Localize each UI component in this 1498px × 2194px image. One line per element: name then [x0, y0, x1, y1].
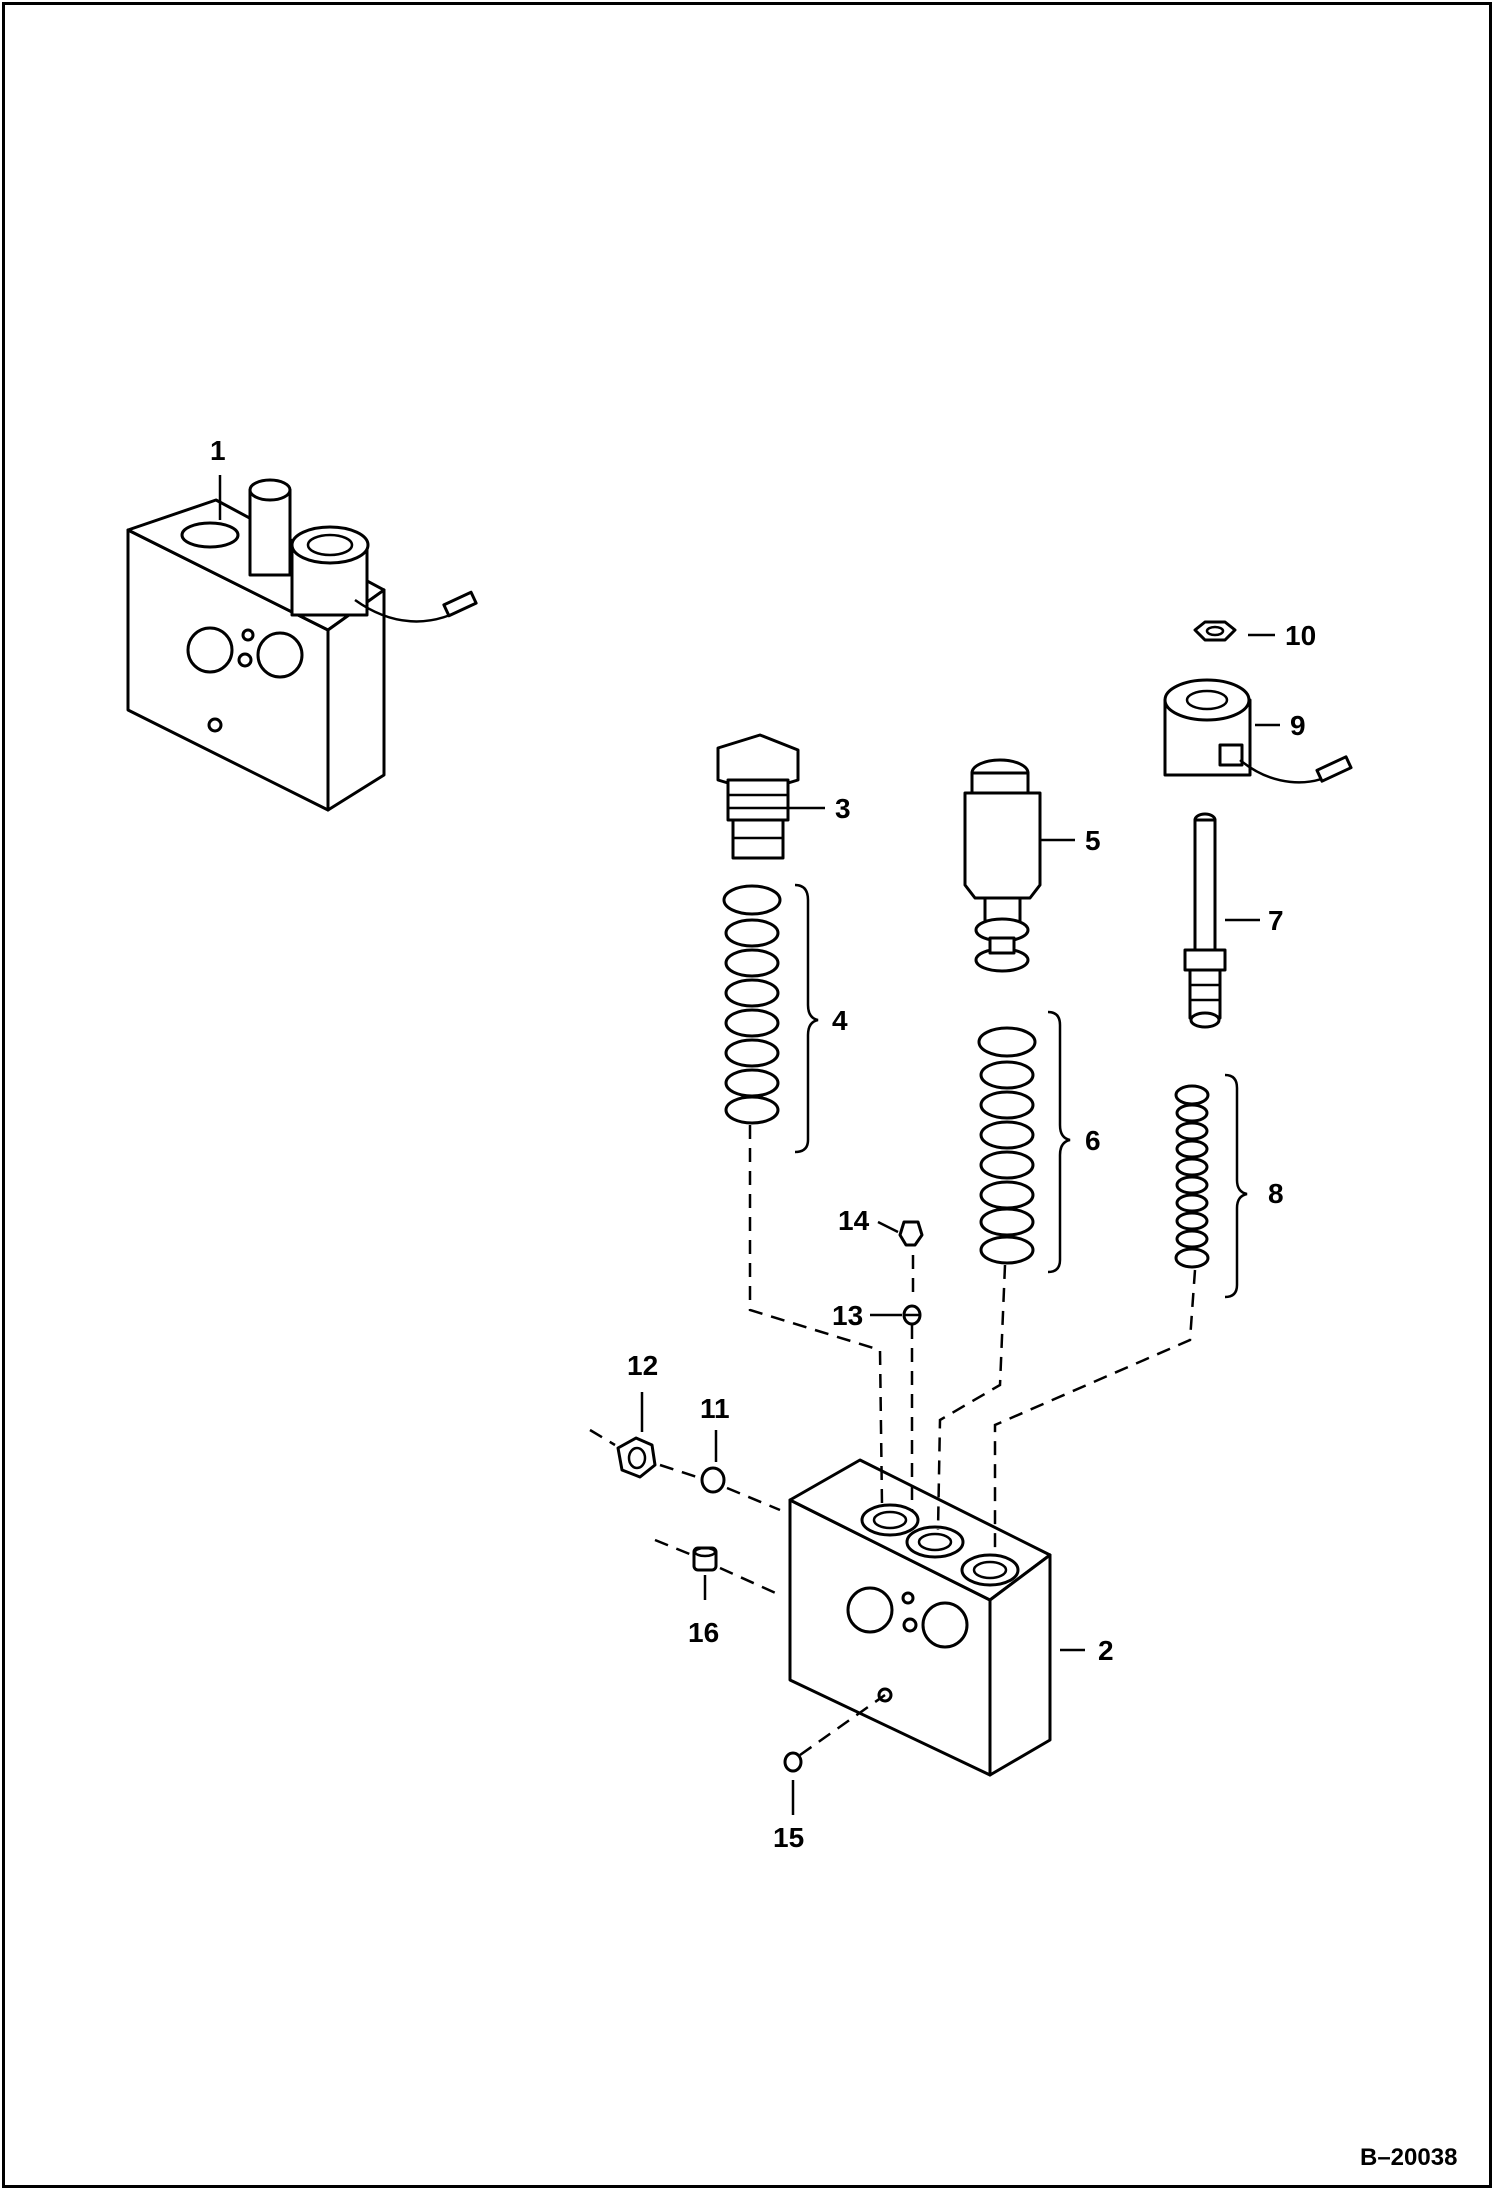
callout-10: 10: [1285, 620, 1316, 651]
callout-11: 11: [700, 1393, 730, 1424]
callout-16: 16: [688, 1617, 719, 1648]
callout-9: 9: [1290, 710, 1306, 741]
seal-kit-6: [977, 1010, 1071, 1274]
check-cartridge: [963, 758, 1042, 973]
oring-13: [902, 1304, 922, 1326]
plug-15: [783, 1751, 803, 1773]
callout-1: 1: [210, 435, 226, 466]
drawing-reference-number: B–20038: [1360, 2144, 1457, 2171]
callout-15: 15: [773, 1822, 804, 1853]
plug-14: [898, 1220, 924, 1247]
plug-16: [692, 1546, 718, 1572]
callout-3: 3: [835, 793, 851, 824]
callout-5: 5: [1085, 825, 1101, 856]
seal-kit-4: [722, 883, 819, 1154]
assembled-valve: [126, 478, 478, 812]
oring-11: [700, 1466, 726, 1494]
callout-6: 6: [1085, 1125, 1101, 1156]
manifold-block: [788, 1458, 1052, 1777]
leader-14: [877, 1220, 899, 1234]
plug-12: [616, 1436, 657, 1479]
seal-kit-8: [1174, 1073, 1248, 1299]
assembly-lines: [589, 1125, 1197, 1757]
solenoid-coil: [1163, 678, 1353, 784]
solenoid-stem: [1183, 812, 1227, 1029]
solenoid-nut: [1193, 620, 1237, 642]
callout-13: 13: [832, 1300, 863, 1331]
callout-12: 12: [627, 1350, 658, 1381]
callout-2: 2: [1098, 1635, 1114, 1666]
callout-14: 14: [838, 1205, 870, 1236]
relief-cartridge: [716, 733, 800, 860]
callout-7: 7: [1268, 905, 1284, 936]
callout-8: 8: [1268, 1178, 1284, 1209]
callout-4: 4: [832, 1005, 848, 1036]
